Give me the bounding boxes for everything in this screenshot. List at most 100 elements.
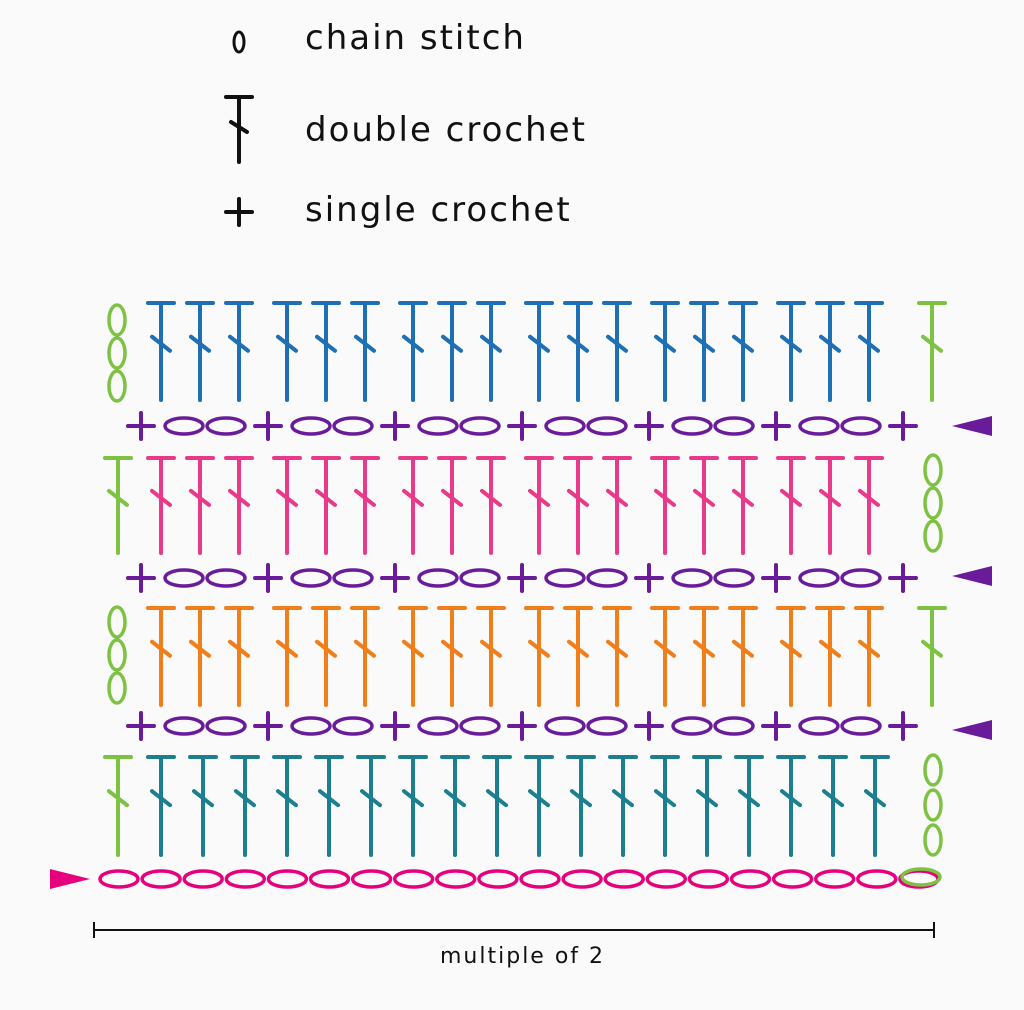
- row7-double-crochet: [146, 301, 176, 402]
- turning-double-crochet: [103, 456, 133, 555]
- row3-double-crochet: [350, 606, 380, 707]
- row5-double-crochet: [563, 456, 593, 555]
- row1-double-crochet: [398, 755, 428, 857]
- row1-double-crochet: [566, 755, 596, 857]
- legend-single-crochet-label: single crochet: [305, 190, 572, 230]
- single-crochet-stitch: [761, 711, 791, 741]
- foundation-chain-stitch: [98, 869, 140, 889]
- chain-stitch: [586, 416, 628, 436]
- single-crochet-stitch: [888, 563, 918, 593]
- row3-double-crochet: [146, 606, 176, 707]
- row5-double-crochet: [650, 456, 680, 555]
- row7-double-crochet: [602, 301, 632, 402]
- turning-chain-stitch: [107, 303, 127, 337]
- row3-double-crochet: [728, 606, 758, 707]
- foundation-chain-stitch: [308, 869, 351, 889]
- row7-double-crochet: [311, 301, 341, 402]
- row5-double-crochet: [437, 456, 467, 555]
- chain-stitch: [459, 568, 501, 588]
- row5-double-crochet: [146, 456, 176, 555]
- single-crochet-stitch: [634, 711, 664, 741]
- turning-chain-stitch: [923, 753, 943, 787]
- single-crochet-stitch: [507, 411, 537, 441]
- chain-stitch: [417, 568, 459, 588]
- row3-double-crochet: [524, 606, 554, 707]
- row1-double-crochet: [734, 755, 764, 857]
- single-crochet-stitch: [507, 563, 537, 593]
- row1-double-crochet: [692, 755, 722, 857]
- row1-double-crochet: [314, 755, 344, 857]
- row3-double-crochet: [602, 606, 632, 707]
- chain-stitch: [163, 716, 205, 736]
- single-crochet-stitch: [126, 411, 156, 441]
- single-crochet-stitch: [380, 563, 410, 593]
- row3-double-crochet: [437, 606, 467, 707]
- chain-stitch: [840, 568, 882, 588]
- chain-stitch: [671, 568, 713, 588]
- chain-stitch: [586, 568, 628, 588]
- row7-double-crochet: [476, 301, 506, 402]
- single-crochet-stitch: [634, 563, 664, 593]
- row7-double-crochet: [689, 301, 719, 402]
- row1-double-crochet: [860, 755, 890, 857]
- row1-double-crochet: [356, 755, 386, 857]
- turning-chain-stitch: [107, 671, 127, 705]
- turning-double-crochet: [917, 606, 947, 707]
- turning-chain-stitch: [923, 453, 943, 487]
- turning-chain-stitch: [107, 638, 127, 672]
- chain-stitch: [459, 416, 501, 436]
- turning-double-crochet: [917, 301, 947, 402]
- chain-stitch: [290, 416, 332, 436]
- row1-double-crochet: [230, 755, 260, 857]
- legend-single-crochet-symbol: [224, 197, 254, 227]
- turning-double-crochet: [103, 755, 133, 857]
- row3-double-crochet: [398, 606, 428, 707]
- foundation-chain-stitch: [182, 869, 224, 889]
- row7-double-crochet: [224, 301, 254, 402]
- row3-double-crochet: [185, 606, 215, 707]
- foundation-chain-stitch: [687, 869, 730, 889]
- chain-stitch: [544, 416, 586, 436]
- foundation-chain-stitch: [519, 869, 561, 889]
- row7-double-crochet: [398, 301, 428, 402]
- chain-stitch: [544, 568, 586, 588]
- row1-double-crochet: [650, 755, 680, 857]
- chain-stitch: [417, 716, 459, 736]
- row1-double-crochet: [188, 755, 218, 857]
- row5-double-crochet: [524, 456, 554, 555]
- row1-double-crochet: [272, 755, 302, 857]
- chain-stitch: [798, 568, 840, 588]
- turning-chain-stitch: [107, 369, 127, 403]
- foundation-chain-stitch: [771, 869, 814, 889]
- row1-double-crochet: [818, 755, 848, 857]
- row5-double-crochet: [350, 456, 380, 555]
- row7-double-crochet: [185, 301, 215, 402]
- row5-double-crochet: [689, 456, 719, 555]
- row3-double-crochet: [650, 606, 680, 707]
- chain-stitch: [713, 716, 755, 736]
- foundation-chain-stitch: [813, 869, 856, 889]
- row7-double-crochet: [524, 301, 554, 402]
- legend-double-crochet-label: double crochet: [305, 110, 587, 150]
- single-crochet-stitch: [761, 563, 791, 593]
- row5-double-crochet: [476, 456, 506, 555]
- row5-double-crochet: [602, 456, 632, 555]
- chain-stitch: [586, 716, 628, 736]
- foundation-chain-stitch: [729, 869, 772, 889]
- turning-chain-stitch: [923, 788, 943, 822]
- chain-stitch: [332, 568, 374, 588]
- chain-stitch: [163, 416, 205, 436]
- foundation-chain-stitch: [561, 869, 603, 889]
- row5-double-crochet: [224, 456, 254, 555]
- row3-double-crochet: [224, 606, 254, 707]
- chain-stitch: [290, 716, 332, 736]
- row3-double-crochet: [854, 606, 884, 707]
- foundation-chain-stitch: [856, 869, 898, 889]
- turning-chain-stitch: [900, 867, 942, 887]
- foundation-chain-stitch: [477, 869, 519, 889]
- legend-double-crochet-symbol: [224, 95, 254, 164]
- chain-stitch: [840, 716, 882, 736]
- row5-double-crochet: [854, 456, 884, 555]
